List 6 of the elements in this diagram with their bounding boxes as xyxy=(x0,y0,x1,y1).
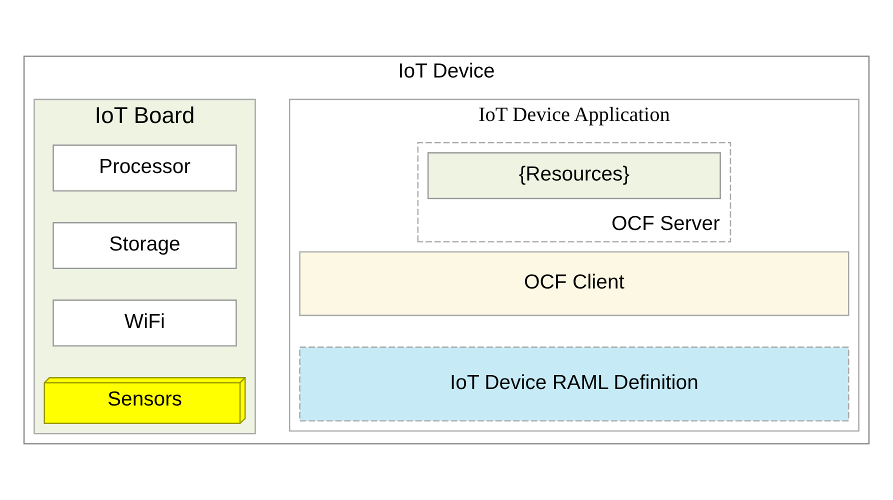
node-box: OCF Client xyxy=(299,251,850,316)
node-box: Storage xyxy=(52,222,237,270)
node-box: {Resources} xyxy=(427,152,721,200)
node-box: WiFi xyxy=(52,300,237,347)
node-box: IoT Device RAML Definition xyxy=(299,346,850,422)
node-box: Processor xyxy=(52,144,237,192)
